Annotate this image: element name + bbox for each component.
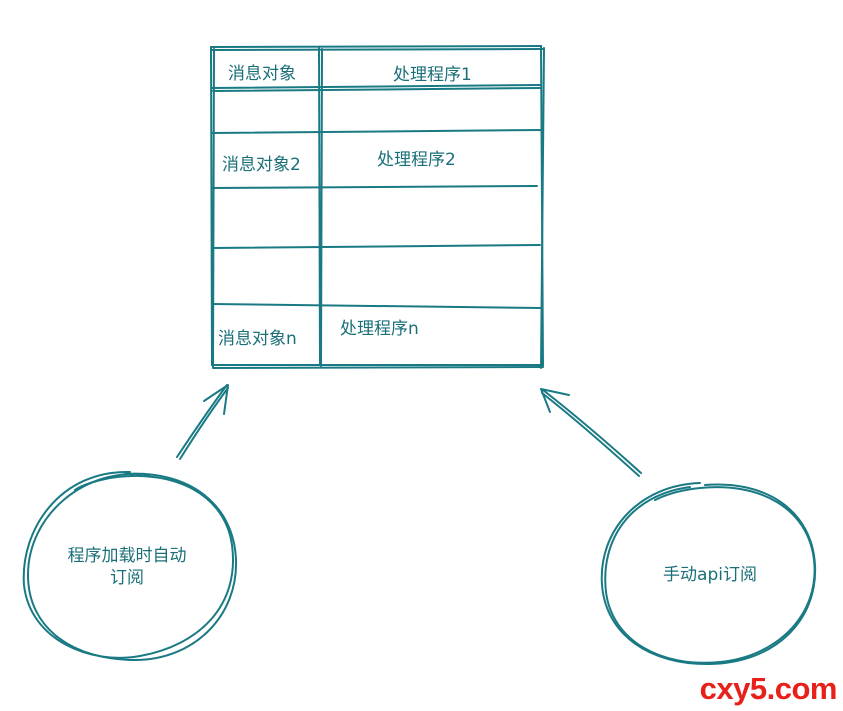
row6-handler-label: 处理程序n xyxy=(340,319,419,339)
row1-message-label: 消息对象 xyxy=(228,64,296,84)
row6-message-label: 消息对象n xyxy=(218,329,297,349)
row3-handler-label: 处理程序2 xyxy=(377,150,456,170)
right-circle xyxy=(600,482,817,666)
manual-subscribe-label: 手动api订阅 xyxy=(663,565,757,585)
row-dividers xyxy=(211,84,543,309)
auto-subscribe-label: 程序加载时自动 订阅 xyxy=(52,545,202,589)
watermark: cxy5.com xyxy=(699,671,838,706)
left-circle xyxy=(22,470,238,661)
auto-subscribe-line1: 程序加载时自动 xyxy=(67,546,187,566)
column-divider xyxy=(318,47,323,367)
auto-subscribe-line2: 订阅 xyxy=(110,568,144,588)
right-arrow xyxy=(540,388,642,477)
left-arrow xyxy=(176,384,229,460)
table-outline xyxy=(210,45,545,369)
row1-handler-label: 处理程序1 xyxy=(393,65,472,85)
row3-message-label: 消息对象2 xyxy=(222,155,301,175)
